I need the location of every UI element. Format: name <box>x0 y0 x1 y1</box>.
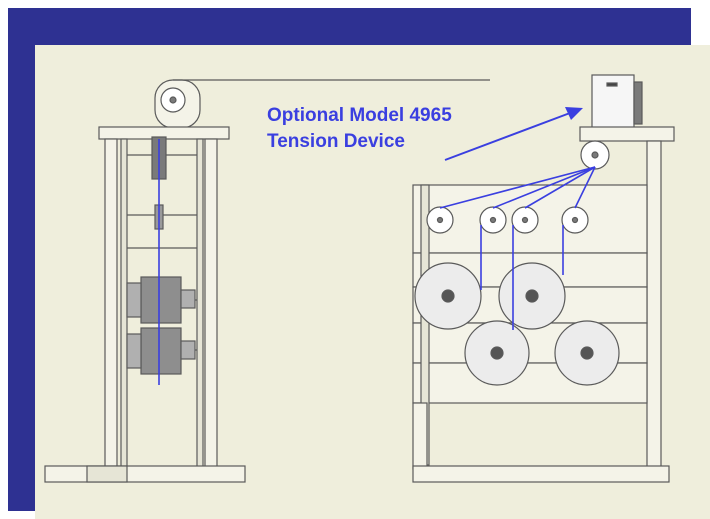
callout-line-1: Optional Model 4965 <box>267 105 452 126</box>
right-machine-front-view <box>412 74 675 483</box>
spool-icon <box>140 276 182 324</box>
drawing-panel: Optional Model 4965 Tension Device <box>35 45 710 519</box>
arrow-icon <box>444 107 583 161</box>
right-base <box>412 465 670 483</box>
right-post <box>204 138 218 470</box>
left-base <box>44 465 246 483</box>
left-post <box>104 138 118 470</box>
tension-device-callout: Optional Model 4965 Tension Device <box>267 103 452 155</box>
wire-paths <box>158 139 596 385</box>
right-top-bar <box>579 126 675 142</box>
machine-drawing <box>44 74 675 483</box>
spool-icon <box>140 327 182 375</box>
callout-line-2: Tension Device <box>267 131 405 152</box>
left-machine-side-view <box>44 79 490 483</box>
